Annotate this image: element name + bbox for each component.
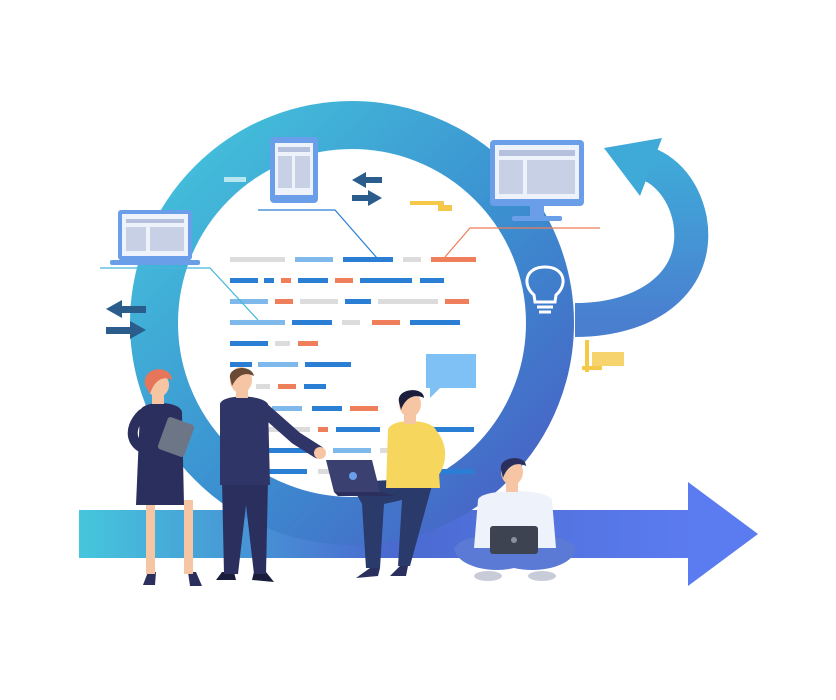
woman-with-tablet: [127, 369, 202, 586]
man-with-laptop-seated: [326, 390, 446, 578]
monitor-icon: [490, 140, 584, 221]
laptop-icon: [110, 210, 200, 265]
floating-bar: [224, 177, 246, 182]
swap-arrows-icon: [352, 172, 382, 206]
man-pointing: [216, 367, 326, 582]
man-with-laptop-cross-legged: [454, 458, 576, 581]
swap-arrows-icon: [106, 300, 146, 339]
cycle-ring: [130, 101, 709, 545]
tablet-icon: [270, 137, 318, 203]
floating-note: [582, 340, 624, 372]
floating-note: [410, 201, 452, 211]
lightbulb-icon: [525, 265, 565, 314]
connector-lines: [100, 209, 600, 321]
speech-bubble-icon: [426, 354, 476, 398]
